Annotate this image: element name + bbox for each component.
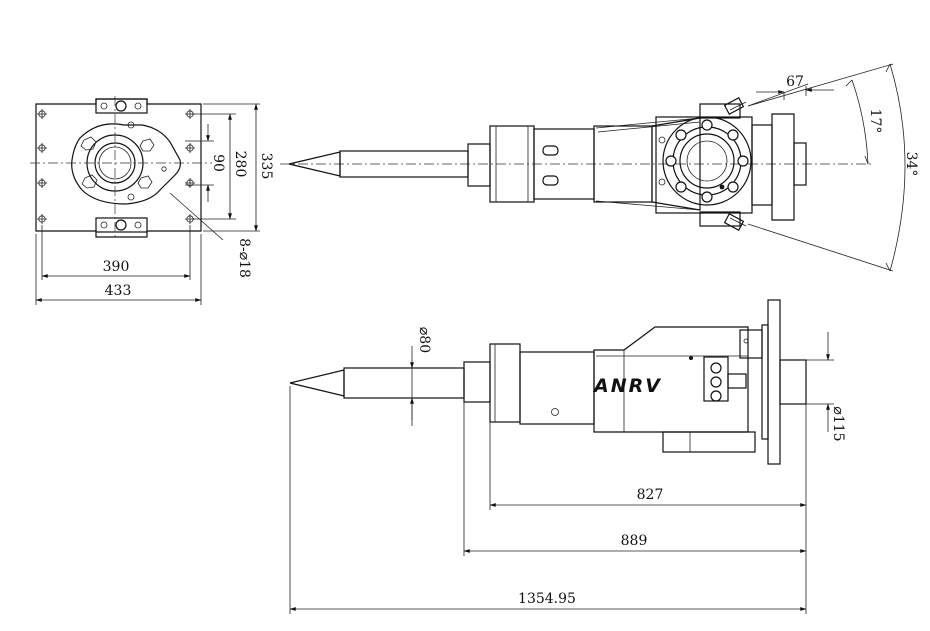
bolt-holes xyxy=(37,109,195,224)
side-chisel-shank xyxy=(343,367,465,399)
flange-bolts xyxy=(665,119,749,203)
dim-280: 280 xyxy=(232,151,248,178)
dim-90: 90 xyxy=(210,154,226,172)
side-chisel-tip xyxy=(289,369,345,397)
dim-1354: 1354.95 xyxy=(518,591,576,607)
dim-889: 889 xyxy=(621,533,648,549)
bottom-clamp-bolt xyxy=(115,219,127,231)
housing-outline xyxy=(71,123,182,205)
dim-390: 390 xyxy=(103,259,130,275)
dim-827: 827 xyxy=(637,487,664,503)
flange-outer xyxy=(662,116,752,206)
top-view: 67 17° 34° xyxy=(280,63,919,272)
mounting-plate xyxy=(35,98,202,238)
end-view: 8-⌀18 390 433 90 280 335 xyxy=(30,96,274,305)
brand-logo: ANRV xyxy=(592,375,662,397)
side-front-head xyxy=(489,343,521,423)
side-rear-flange xyxy=(767,299,781,465)
dim-67: 67 xyxy=(786,74,804,90)
dim-34-deg: 34° xyxy=(903,152,919,177)
dim-phi-115: ⌀115 xyxy=(830,406,846,441)
top-clamp xyxy=(95,98,148,114)
side-rear-pin xyxy=(779,359,807,405)
angle-ray-mid xyxy=(747,83,809,107)
dim-17-deg: 17° xyxy=(867,109,883,134)
side-view: ANRV ⌀80 ⌀115 827 889 1354.95 xyxy=(289,299,846,614)
angle-ray-bottom xyxy=(747,223,894,272)
bottom-clamp xyxy=(95,217,148,233)
arc-17 xyxy=(851,79,869,165)
dim-433: 433 xyxy=(105,283,132,299)
arc-34 xyxy=(889,63,906,272)
top-clamp-bolt xyxy=(115,100,127,112)
angle-ray-top xyxy=(747,63,894,107)
dim-bolt-holes: 8-⌀18 xyxy=(236,238,252,278)
valve-block xyxy=(703,356,729,402)
rear-cap xyxy=(771,113,795,221)
housing-hex-bolts xyxy=(80,136,155,189)
dim-335: 335 xyxy=(258,153,274,180)
dim-phi-80: ⌀80 xyxy=(416,327,432,353)
chisel-tip xyxy=(288,151,341,177)
